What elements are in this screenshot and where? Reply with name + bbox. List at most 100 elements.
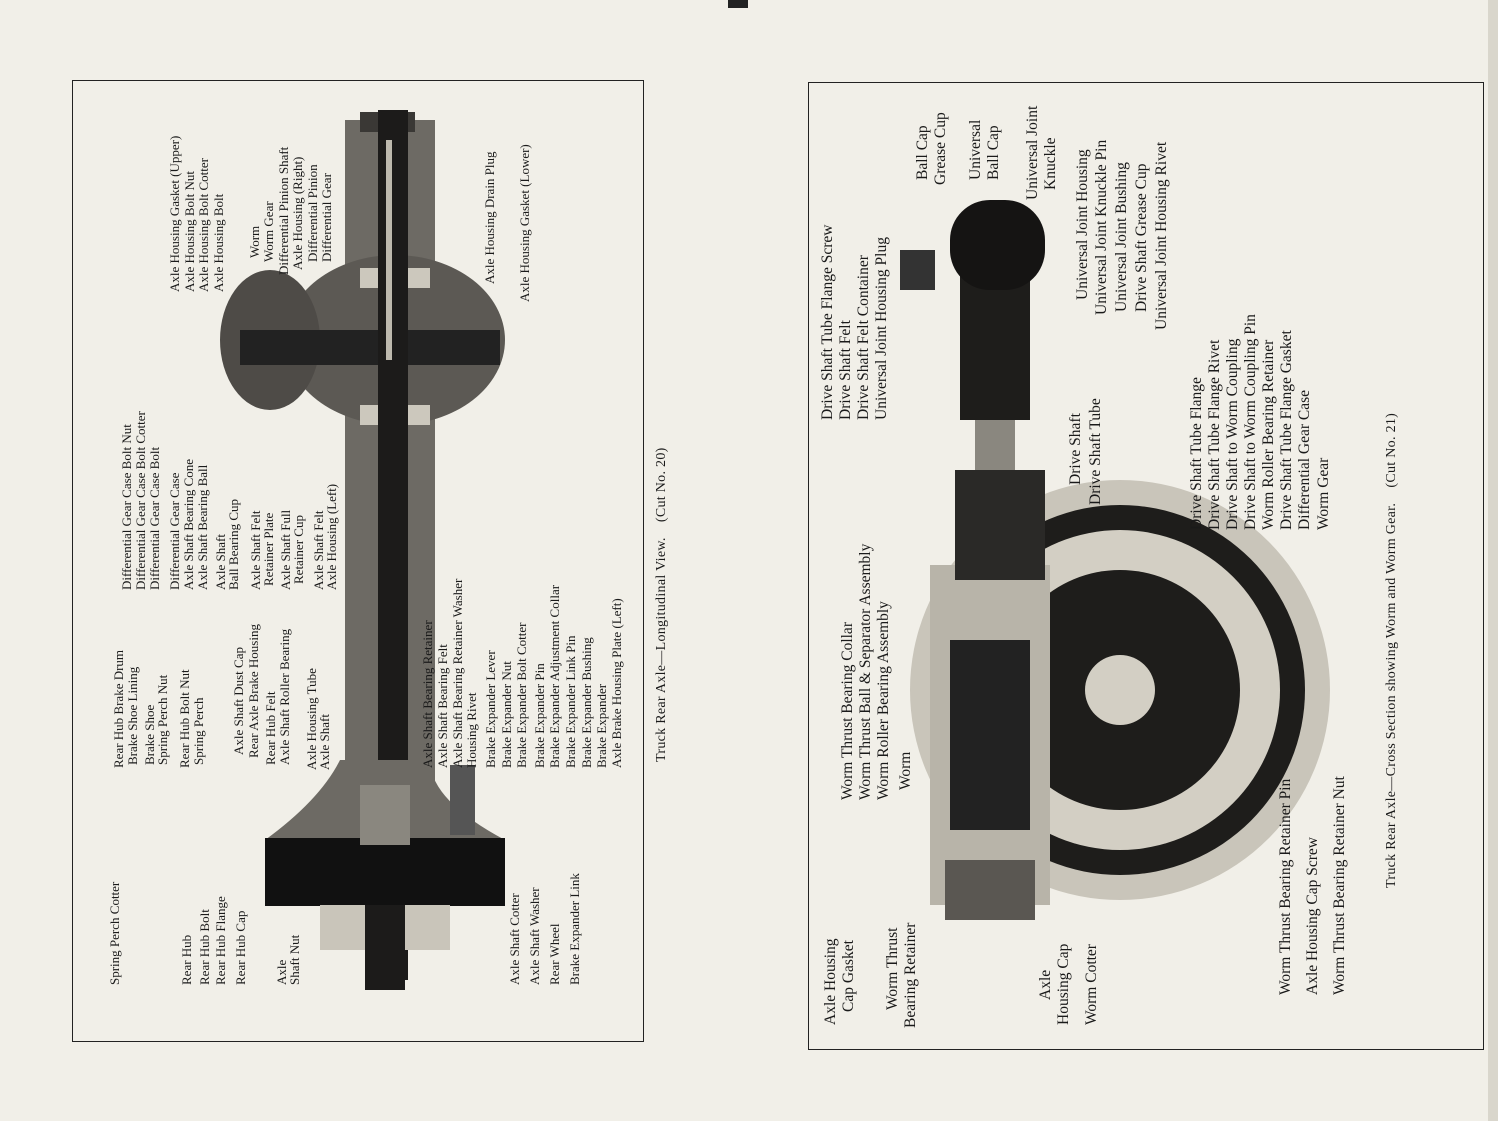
part-label: Drive Shaft Grease Cup (1133, 163, 1150, 313)
part-label: Axle Housing Cap Screw (1304, 837, 1321, 995)
part-label: Rear Wheel (547, 923, 562, 985)
longitudinal-axle-diagram (220, 110, 505, 990)
part-label: Drive Shaft Tube Flange Screw (819, 224, 836, 420)
part-label: Rear Hub (179, 934, 194, 985)
part-label: Universal Joint Bushing (1113, 162, 1130, 312)
part-label: Axle Housing Gasket (Lower) (517, 144, 532, 302)
part-label: Spring Perch Nut (155, 674, 170, 765)
part-label: Drive Shaft (1067, 413, 1084, 485)
part-label: Differential Pinion Shaft (276, 146, 291, 275)
part-label: Rear Hub Cap (233, 910, 248, 985)
part-label: Drive Shaft Tube Flange Rivet (1206, 339, 1223, 530)
part-label: Worm Roller Bearing Assembly (875, 601, 892, 800)
part-label: Axle Housing (Left) (324, 483, 339, 590)
part-label: Universal Joint Housing Rivet (1153, 141, 1170, 330)
part-label: Axle Shaft Cotter (507, 893, 522, 985)
part-label: Worm Roller Bearing Retainer (1260, 339, 1277, 530)
part-label: Worm Thrust Bearing Retainer Nut (1331, 776, 1348, 995)
part-label: Axle Housing Bolt Nut (182, 171, 197, 292)
part-label: Grease Cup (932, 112, 949, 185)
part-label: Brake Expander Nut (499, 661, 514, 768)
part-label: Universal Joint Knuckle Pin (1093, 139, 1110, 315)
part-label: Universal Joint Housing (1074, 149, 1091, 300)
part-label: Retainer Cup (291, 515, 306, 584)
part-label: Rear Hub Felt (263, 691, 278, 765)
part-label: Cap Gasket (840, 940, 857, 1012)
part-label: Brake Expander Link (567, 873, 582, 985)
part-label: Worm (247, 225, 262, 258)
part-label: Drive Shaft Felt Container (855, 255, 872, 420)
part-label: Housing Cap (1055, 943, 1072, 1025)
part-label: Worm Thrust (884, 927, 901, 1010)
part-label: Ball Cap (914, 125, 931, 180)
part-label: Brake Expander Adjustment Collar (547, 584, 562, 768)
left-figure-frame (72, 80, 644, 1042)
part-label: Rear Hub Bolt Nut (177, 669, 192, 768)
part-label: Brake Expander Link Pin (563, 635, 578, 769)
part-label: Brake Expander Lever (483, 650, 498, 768)
part-label: Drive Shaft Tube Flange (1188, 377, 1205, 530)
part-label: Brake Expander Bolt Cotter (514, 622, 529, 769)
part-label: Axle Brake Housing Plate (Left) (609, 598, 624, 768)
part-label: Rear Hub Bolt (197, 909, 212, 985)
part-label: Axle Shaft Dust Cap (231, 647, 246, 755)
figure-caption: Truck Rear Axle—Longitudinal View. (Cut … (654, 447, 669, 762)
part-label: Axle Shaft Bearing Cone (181, 458, 196, 590)
part-label: Bearing Retainer (902, 922, 919, 1028)
part-label: Axle Shaft Bearing Felt (435, 644, 450, 768)
part-label: Differential Gear Case Bolt Nut (119, 424, 134, 590)
part-label: Worm Thrust Bearing Collar (839, 622, 856, 800)
part-label: Ball Bearing Cup (226, 499, 241, 590)
part-label: Universal Joint (1024, 105, 1041, 200)
scan-mark (728, 0, 748, 8)
part-label: Retainer Plate (261, 512, 276, 586)
part-label: Spring Perch Cotter (107, 881, 122, 985)
part-label: Axle Shaft Bearing Retainer Washer (450, 578, 465, 768)
part-label: Housing Rivet (464, 692, 479, 768)
part-label: Axle Shaft (317, 714, 332, 770)
part-label: Differential Gear Case Bolt Cotter (133, 411, 148, 590)
part-label: Axle (1037, 969, 1054, 1000)
part-label: Worm Gear (261, 201, 276, 262)
part-label: Axle Housing Bolt Cotter (196, 158, 211, 292)
part-label: Axle Shaft Bearing Retainer (420, 620, 435, 768)
part-label: Axle Shaft Roller Bearing (277, 628, 292, 765)
part-label: Rear Hub Brake Drum (111, 649, 126, 768)
page-edge (1488, 0, 1498, 1121)
part-label: Knuckle (1042, 137, 1059, 190)
part-label: Drive Shaft Tube Flange Gasket (1278, 330, 1295, 530)
part-label: Differential Gear Case Bolt (147, 446, 162, 590)
part-label: Drive Shaft to Worm Coupling Pin (1242, 314, 1259, 530)
part-label: Worm Thrust Bearing Retainer Pin (1277, 778, 1294, 995)
part-label: Axle Housing Bolt (211, 193, 226, 292)
cut-number: (Cut No. 21) (1384, 412, 1399, 488)
part-label: Worm Gear (1315, 457, 1332, 530)
cross-section-diagram (900, 200, 1330, 920)
caption-text: Truck Rear Axle—Cross Section showing Wo… (1384, 502, 1399, 888)
part-label: Drive Shaft Felt (837, 320, 854, 420)
part-label: Shaft Nut (287, 934, 302, 985)
part-label: Spring Perch (191, 697, 206, 765)
part-label: Axle Housing Drain Plug (482, 151, 497, 284)
part-label: Brake Expander Pin (532, 663, 547, 768)
part-label: Universal Joint Housing Plug (873, 237, 890, 420)
figure-caption: Truck Rear Axle—Cross Section showing Wo… (1384, 412, 1399, 888)
part-label: Drive Shaft Tube (1087, 398, 1104, 505)
part-label: Rear Axle Brake Housing (246, 624, 261, 758)
part-label: Axle Shaft Bearing Ball (195, 464, 210, 590)
part-label: Rear Hub Flange (213, 896, 228, 985)
part-label: Brake Expander Bushing (579, 637, 594, 768)
part-label: Axle Housing (822, 938, 839, 1025)
part-label: Axle Housing Gasket (Upper) (167, 135, 182, 292)
part-label: Drive Shaft to Worm Coupling (1224, 338, 1241, 530)
part-label: Brake Shoe Lining (125, 666, 140, 765)
cut-number: (Cut No. 20) (654, 447, 669, 523)
part-label: Differential Gear Case (1296, 389, 1313, 530)
part-label: Worm Cotter (1083, 944, 1100, 1025)
part-label: Differential Gear (319, 173, 334, 262)
part-label: Brake Expander (594, 683, 609, 768)
part-label: Axle Housing (Right) (290, 156, 305, 270)
part-label: Differential Gear Case (167, 472, 182, 590)
part-label: Differential Pinion (305, 164, 320, 262)
